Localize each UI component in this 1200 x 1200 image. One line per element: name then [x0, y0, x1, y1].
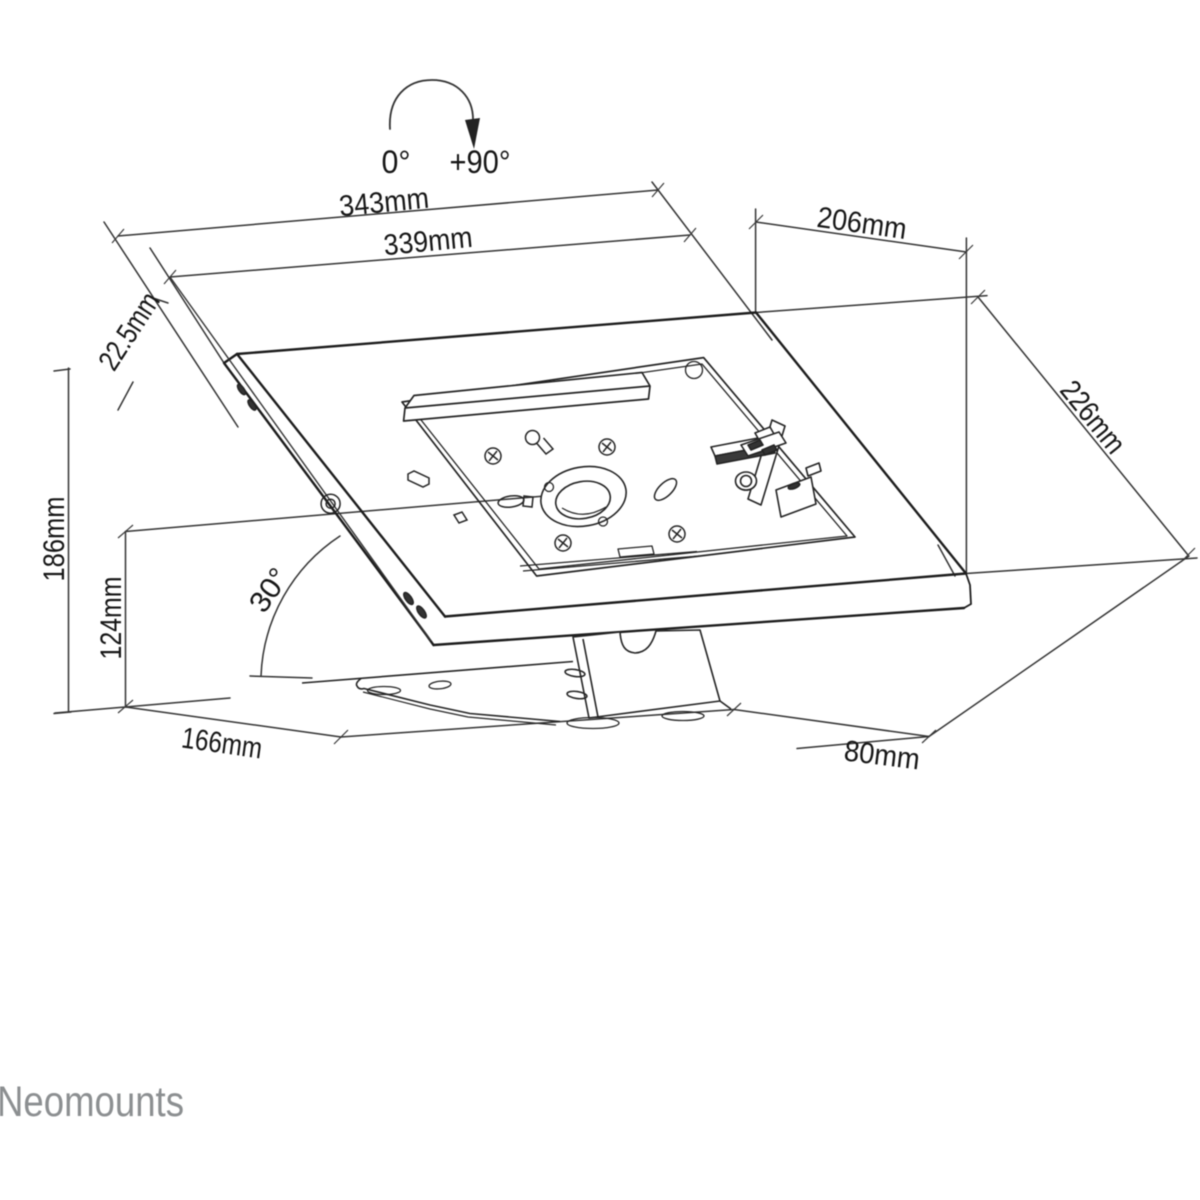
svg-text:339mm: 339mm	[382, 221, 474, 262]
svg-text:343mm: 343mm	[338, 182, 431, 223]
svg-text:0°: 0°	[382, 144, 411, 180]
svg-text:124mm: 124mm	[95, 577, 128, 660]
svg-text:166mm: 166mm	[180, 722, 265, 766]
svg-text:226mm: 226mm	[1053, 374, 1132, 460]
svg-text:80mm: 80mm	[842, 734, 921, 776]
svg-text:22.5mm: 22.5mm	[92, 286, 167, 376]
svg-text:186mm: 186mm	[38, 497, 71, 582]
svg-text:Neomounts: Neomounts	[0, 1078, 184, 1126]
svg-text:30°: 30°	[243, 562, 296, 619]
svg-text:+90°: +90°	[450, 144, 511, 180]
svg-text:206mm: 206mm	[815, 201, 909, 246]
